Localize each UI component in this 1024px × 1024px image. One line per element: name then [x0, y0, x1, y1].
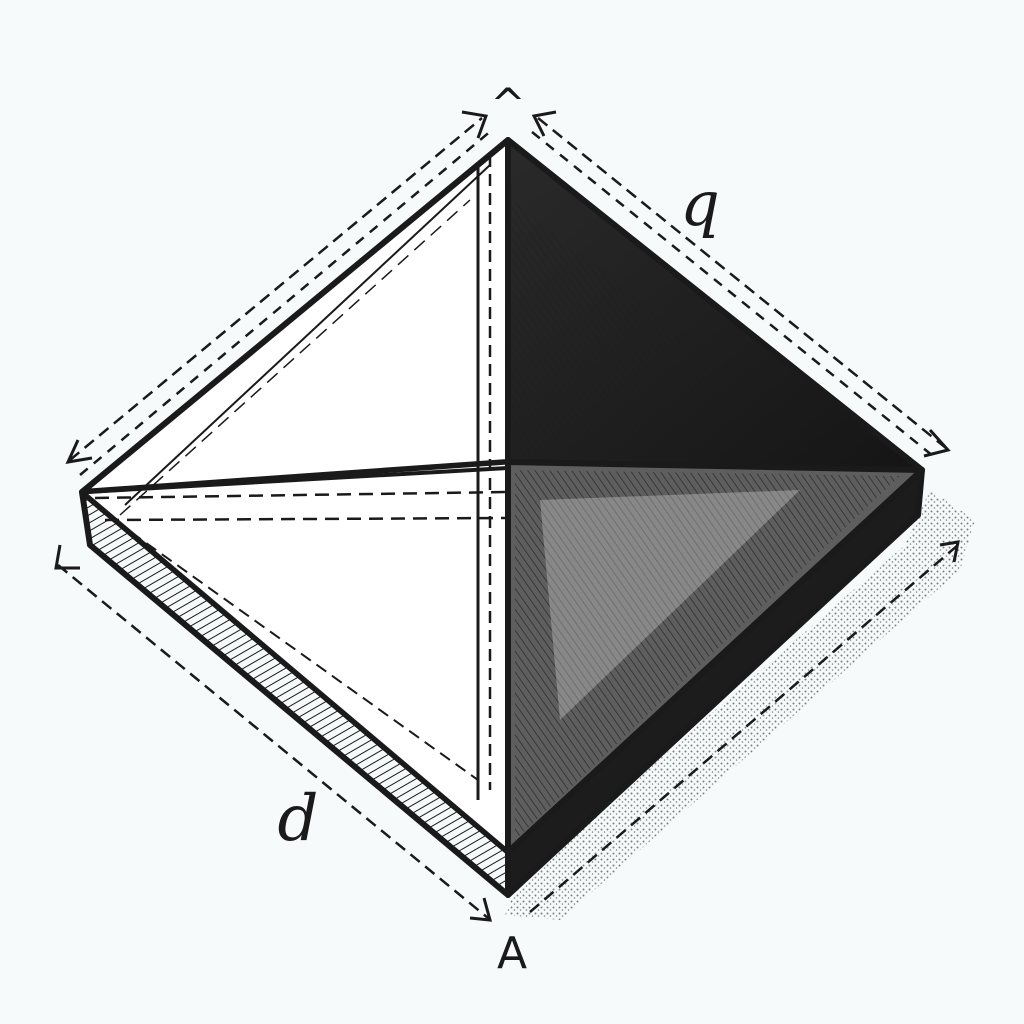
- dimension-arrow-top-right: [531, 110, 951, 461]
- dimension-arrow-top-left: [65, 110, 493, 476]
- face-bottom-right-hatch: [515, 470, 900, 840]
- label-upper-right: q: [680, 167, 720, 240]
- label-top: ^: [490, 79, 525, 128]
- label-bottom: A: [497, 928, 527, 979]
- shadow-stipple: [505, 490, 975, 920]
- face-bottom-right-light: [540, 490, 800, 720]
- face-top-left: [79, 137, 511, 495]
- construction-lines: [84, 155, 923, 800]
- label-lower-left: d: [278, 782, 319, 856]
- face-top-right-highlight: [512, 200, 840, 455]
- dimension-arrow-bottom-right: [529, 540, 960, 913]
- dimension-arrow-bottom-left: [54, 544, 493, 922]
